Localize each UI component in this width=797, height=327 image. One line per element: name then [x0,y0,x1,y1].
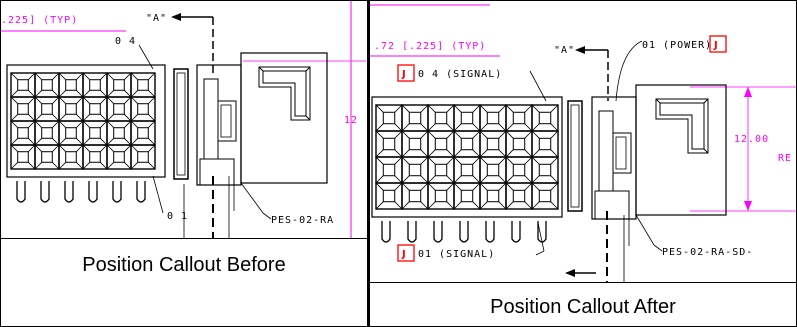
before-caption: Position Callout Before [82,254,286,276]
before-cad-drawing: .225] (TYP) 12 "A" 0 4 [1,1,366,238]
pin [537,221,547,243]
callout-signal-04: 0 4 (SIGNAL) [418,69,502,80]
part-number-label: PES-02-RA-SD- [662,247,753,258]
view-ref-label: "A" [146,13,167,24]
position-badge [397,244,415,262]
pin-grid [375,104,559,210]
position-badge [709,35,727,53]
before-drawing: .225] (TYP) 12 "A" 0 4 [1,1,367,238]
callout-signal-01: 01 (SIGNAL) [418,249,495,260]
pin-row [381,221,547,243]
pin [459,221,469,243]
pin [16,181,26,203]
pin [64,181,74,203]
pin [40,181,50,203]
callout-01: 0 1 [167,211,188,222]
pin [485,221,495,243]
callout-04: 0 4 [115,36,136,47]
pin [136,181,146,203]
connector-body [6,64,166,178]
after-caption-box: Position Callout After [370,282,796,326]
pin-cell [130,144,156,170]
after-panel: .72 [.225] (TYP) 12.00 RE "A" 01 (POWER)… [368,0,797,327]
view-ref-label: "A" [554,45,575,56]
after-drawing: .72 [.225] (TYP) 12.00 RE "A" 01 (POWER)… [370,1,796,282]
typ-dimension-label: .72 [.225] (TYP) [374,41,486,52]
position-badge-letter: J [401,249,406,260]
after-caption: Position Callout After [490,296,676,318]
callout-power: 01 (POWER) [642,40,712,51]
after-cad-drawing: .72 [.225] (TYP) 12.00 RE "A" 01 (POWER)… [370,4,796,282]
pin [407,221,417,243]
position-badge-letter: J [401,69,406,80]
before-panel: .225] (TYP) 12 "A" 0 4 [0,0,368,327]
part-number-label: PES-02-RA [271,215,334,226]
side-dimension-label: 12 [344,115,358,126]
typ-dimension-label: .225] (TYP) [1,15,78,26]
pin-grid [10,72,156,170]
connector-body [371,96,563,218]
pin [381,221,391,243]
pin-cell [531,182,559,210]
pin [112,181,122,203]
pin [433,221,443,243]
dimension-value: 12.00 [734,134,769,145]
position-badge [397,64,415,82]
before-caption-box: Position Callout Before [1,238,367,326]
pin-row [16,181,146,203]
pin [88,181,98,203]
pin [511,221,521,243]
dimension-suffix: RE [778,153,792,164]
position-badge-letter: J [713,40,718,51]
